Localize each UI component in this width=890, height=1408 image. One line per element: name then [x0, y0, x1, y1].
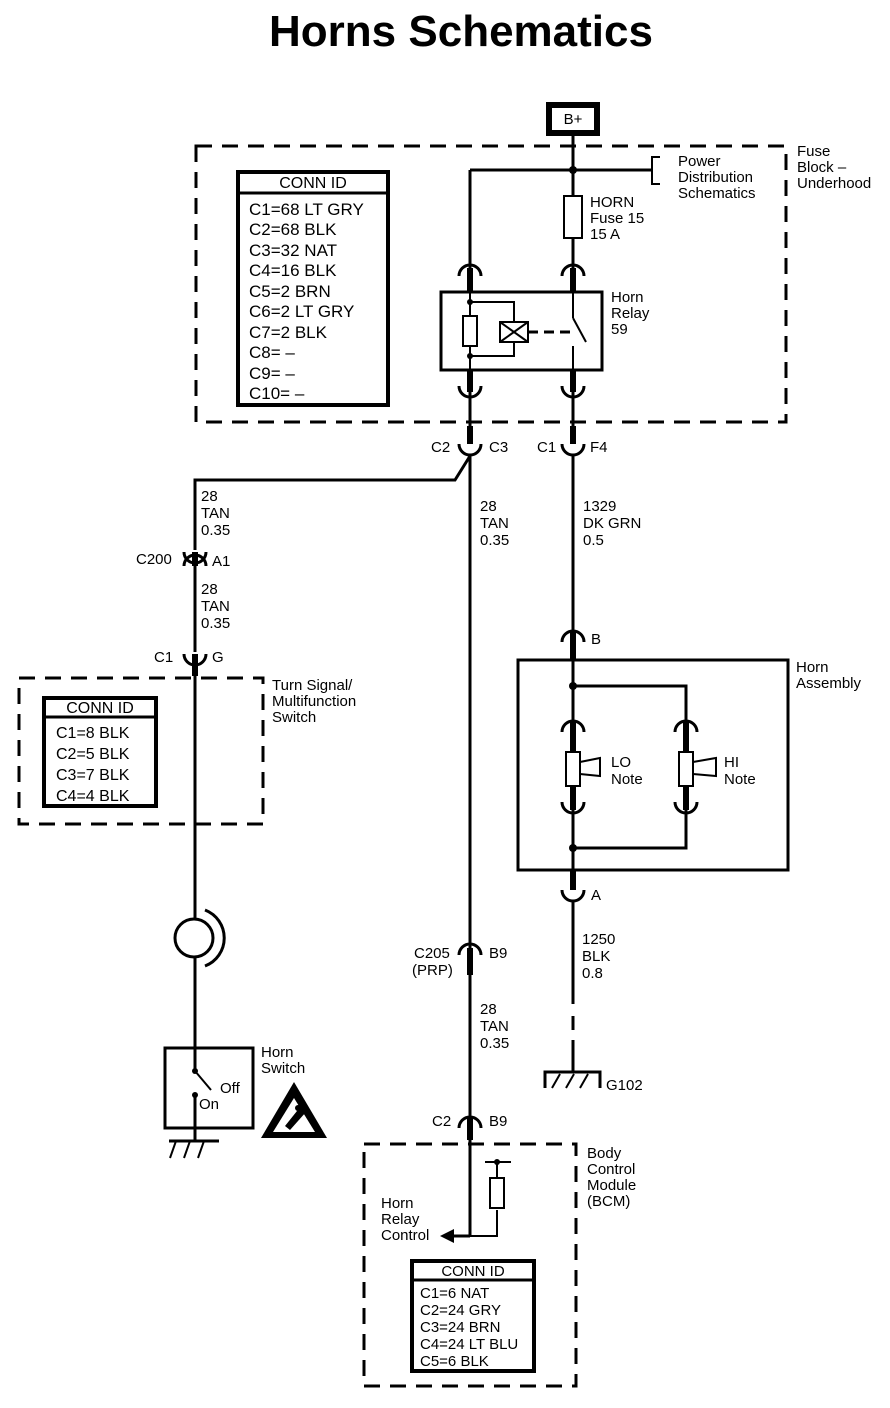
horn-assembly: [516, 658, 790, 872]
chassis-ground-icon: [169, 1139, 219, 1159]
ground-g102-label: G102: [606, 1077, 643, 1094]
lo-note-label: LO Note: [611, 754, 643, 788]
connector-c205-label: C205 (PRP): [412, 945, 454, 979]
horn-switch-off-label: Off: [220, 1080, 241, 1097]
conn-id-row: C6=2 LT GRY: [249, 302, 354, 321]
conn-id-row: C4=16 BLK: [249, 261, 337, 280]
conn-id-row: C8= –: [249, 343, 295, 362]
conn-id-row: C9= –: [249, 364, 295, 383]
horn-switch-on-label: On: [199, 1096, 219, 1113]
connector-f4-label: F4: [590, 439, 608, 456]
conn-id-row: C4=4 BLK: [56, 788, 130, 805]
connector-g-label: G: [212, 649, 224, 666]
bcm-label: Body Control Module (BCM): [587, 1145, 640, 1210]
wire-28-tan-top-label: 28 TAN 0.35: [201, 488, 234, 539]
hi-note-horn-icon: [673, 719, 717, 815]
connector-c2-bcm-label: C2: [432, 1113, 451, 1130]
esd-warning-icon: [261, 1082, 327, 1138]
horn-switch-label: Horn Switch: [261, 1044, 305, 1077]
conn-id-row: C1=6 NAT: [420, 1285, 489, 1302]
fuse-block-enclosure: [194, 144, 788, 424]
turn-signal-enclosure: [17, 676, 265, 826]
conn-id-row: C10= –: [249, 384, 305, 403]
connector-a1-label: A1: [212, 553, 230, 570]
clockspring-icon: [173, 917, 215, 959]
fuse-block-conn-id-table: CONN ID C1=68 LT GRY C2=68 BLK C3=32 NAT…: [236, 170, 390, 407]
horn-fuse-symbol: [563, 195, 583, 239]
bcm-conn-id-table: CONN ID C1=6 NAT C2=24 GRY C3=24 BRN C4=…: [410, 1259, 536, 1373]
connector-c2-label: C2: [431, 439, 450, 456]
conn-id-row: C1=8 BLK: [56, 725, 130, 742]
conn-id-row: C5=6 BLK: [420, 1353, 489, 1370]
fuse-block-label: Fuse Block – Underhood: [797, 143, 871, 192]
connector-c1-label: C1: [537, 439, 556, 456]
connector-b9-label: B9: [489, 945, 507, 962]
conn-id-row: C3=7 BLK: [56, 767, 130, 784]
connector-b9-bcm-label: B9: [489, 1113, 507, 1130]
conn-id-title: CONN ID: [66, 700, 134, 717]
hi-note-label: HI Note: [724, 754, 756, 788]
connector-horn-b-label: B: [591, 631, 601, 648]
wire-1329-label: 1329 DK GRN 0.5: [583, 498, 646, 549]
horn-relay-label: Horn Relay 59: [611, 289, 654, 338]
wire-28-tan-bottom-label: 28 TAN 0.35: [480, 1001, 513, 1052]
wire-28-tan-mid-label: 28 TAN 0.35: [201, 581, 234, 632]
horn-relay-control-label: Horn Relay Control: [381, 1195, 429, 1244]
turn-signal-conn-id-table: CONN ID C1=8 BLK C2=5 BLK C3=7 BLK C4=4 …: [42, 696, 158, 808]
wire-1250-label: 1250 BLK 0.8: [582, 931, 620, 982]
conn-id-row: C3=24 BRN: [420, 1319, 500, 1336]
conn-id-row: C7=2 BLK: [249, 323, 328, 342]
connector-c1-turn-label: C1: [154, 649, 173, 666]
conn-id-row: C2=5 BLK: [56, 746, 130, 763]
connector-horn-a-label: A: [591, 887, 601, 904]
conn-id-title: CONN ID: [441, 1263, 505, 1280]
conn-id-row: C3=32 NAT: [249, 241, 337, 260]
conn-id-row: C1=68 LT GRY: [249, 200, 364, 219]
horn-switch: [163, 1046, 255, 1130]
conn-id-row: C4=24 LT BLU: [420, 1336, 518, 1353]
turn-signal-label: Turn Signal/ Multifunction Switch: [272, 677, 360, 726]
lo-note-horn-icon: [560, 719, 601, 815]
splice-dot: [569, 166, 577, 174]
page-title: Horns Schematics: [269, 7, 653, 56]
power-distribution-label: Power Distribution Schematics: [678, 153, 757, 202]
conn-id-row: C2=68 BLK: [249, 220, 337, 239]
conn-id-row: C5=2 BRN: [249, 282, 331, 301]
relay-control-arrow-icon: [440, 1229, 454, 1243]
conn-id-row: C2=24 GRY: [420, 1302, 501, 1319]
connector-c200-label: C200: [136, 551, 172, 568]
g102-ground-icon: [543, 1040, 602, 1089]
horn-fuse-label: HORN Fuse 15 15 A: [590, 194, 648, 243]
connector-c3-label: C3: [489, 439, 508, 456]
horn-assembly-label: Horn Assembly: [796, 659, 862, 692]
battery-label: B+: [564, 111, 583, 128]
conn-id-title: CONN ID: [279, 175, 347, 192]
wire-28-tan-center-label: 28 TAN 0.35: [480, 498, 513, 549]
battery-terminal: B+: [546, 102, 600, 136]
